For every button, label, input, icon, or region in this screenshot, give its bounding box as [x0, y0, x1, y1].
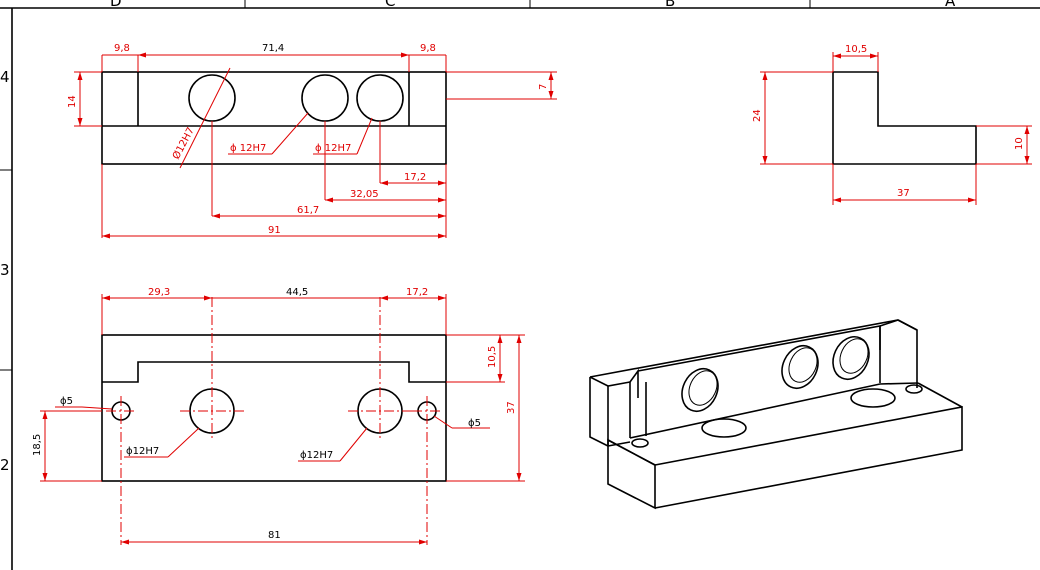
zone-label-c: C [385, 0, 395, 10]
zone-label-2: 2 [0, 456, 10, 474]
zone-label-b: B [665, 0, 675, 10]
dim-top-height: 14 [67, 95, 78, 108]
dim-side-thick: 10 [1014, 137, 1025, 150]
callout-big-hole-left: ϕ12H7 [126, 446, 159, 457]
dim-front-81: 81 [268, 530, 281, 541]
dim-top-right: 9,8 [420, 43, 436, 54]
dim-front-29-3: 29,3 [148, 287, 170, 298]
callout-small-hole-right: ϕ5 [468, 418, 481, 429]
zone-label-a: A [945, 0, 956, 10]
dim-front-10-5: 10,5 [487, 346, 498, 368]
dim-front-44-5: 44,5 [286, 287, 308, 298]
dim-top-span: 71,4 [262, 43, 284, 54]
side-view: 10,5 24 10 37 [752, 44, 1032, 205]
callout-hole-2: ϕ 12H7 [230, 143, 266, 154]
dim-side-height: 24 [752, 109, 763, 122]
dim-top-step: 7 [538, 84, 549, 90]
dim-side-width: 37 [897, 188, 910, 199]
dim-top-17-2: 17,2 [404, 172, 426, 183]
isometric-view [589, 319, 963, 510]
zone-label-3: 3 [0, 261, 10, 279]
callout-hole-3: ϕ 12H7 [315, 143, 351, 154]
dim-front-18-5: 18,5 [32, 434, 43, 456]
dim-top-left: 9,8 [114, 43, 130, 54]
dim-side-top: 10,5 [845, 44, 867, 55]
dim-front-17-2: 17,2 [406, 287, 428, 298]
zone-label-d: D [110, 0, 122, 10]
dim-front-37: 37 [506, 401, 517, 414]
callout-big-hole-right: ϕ12H7 [300, 450, 333, 461]
dim-top-91: 91 [268, 225, 281, 236]
callout-small-hole-left: ϕ5 [60, 396, 73, 407]
dim-top-61-7: 61,7 [297, 205, 319, 216]
front-view: 29,3 44,5 17,2 10,5 37 18,5 81 ϕ5 ϕ5 [32, 287, 525, 545]
top-view: 9,8 71,4 9,8 14 7 Ø12H7 ϕ 12H7 ϕ 12H7 17… [67, 43, 557, 239]
zone-label-4: 4 [0, 68, 10, 86]
dim-top-32-05: 32,05 [350, 189, 379, 200]
